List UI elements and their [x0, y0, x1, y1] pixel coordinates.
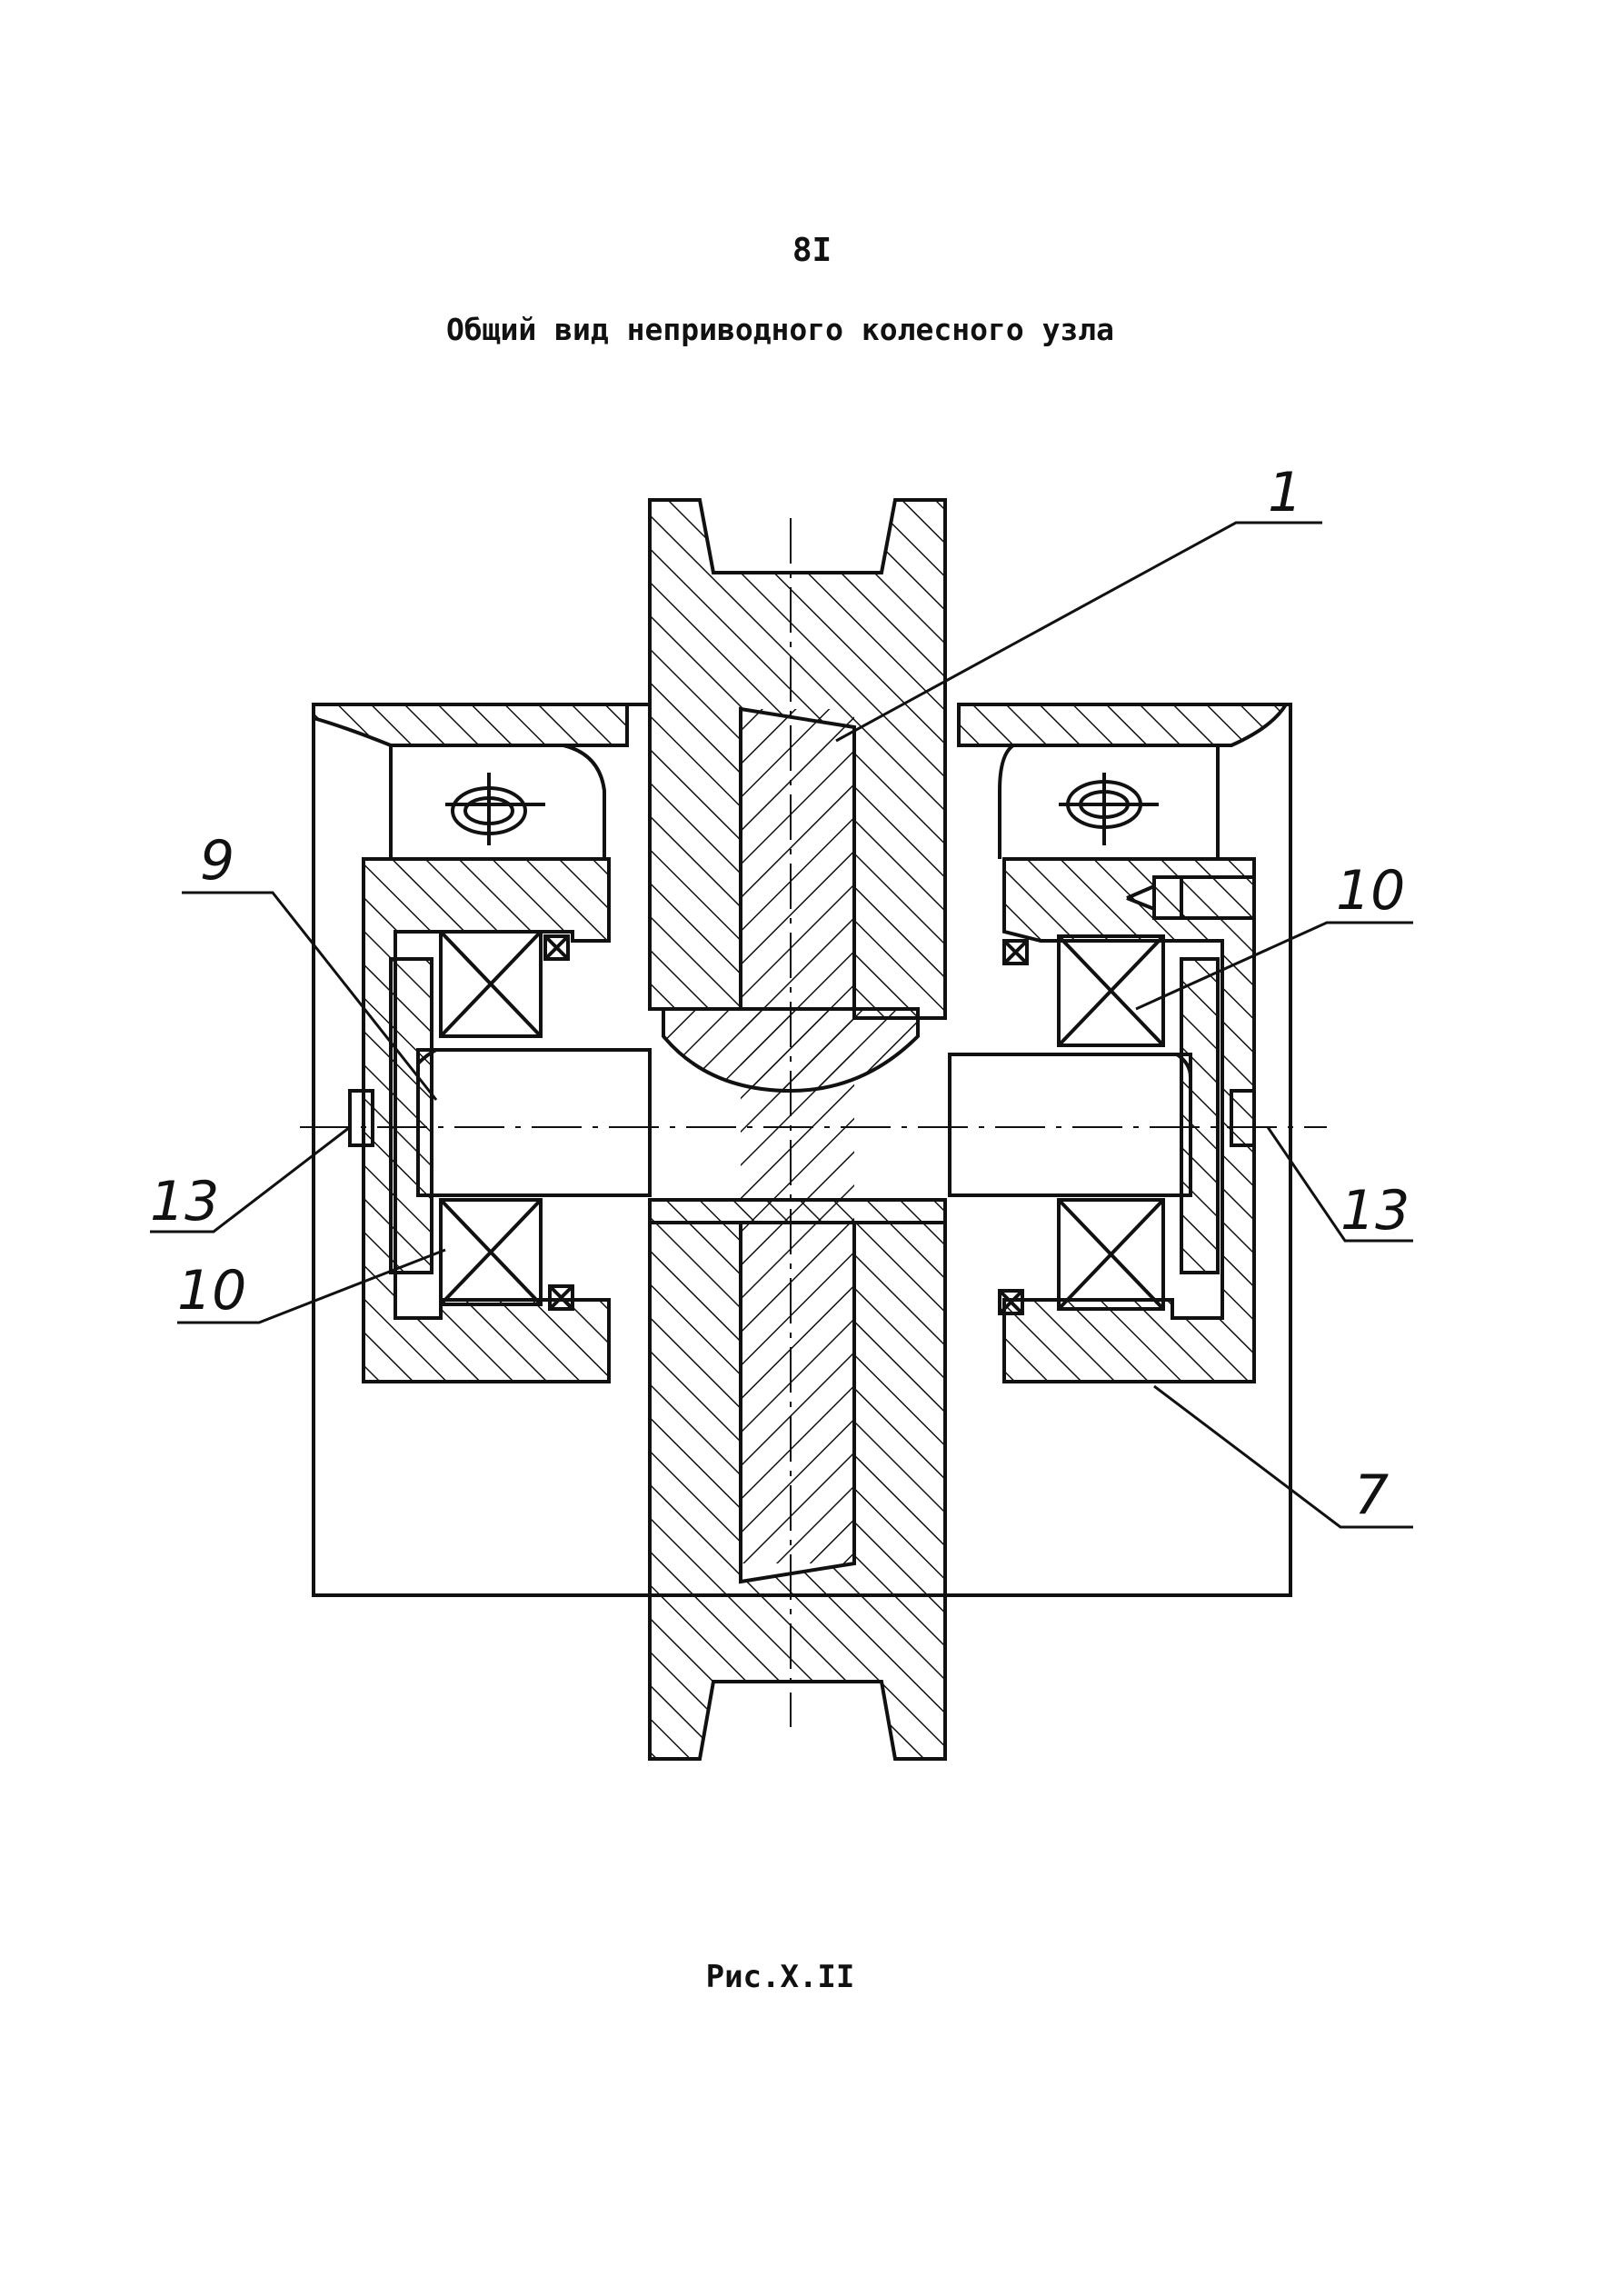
callout-10-right: 10	[1336, 859, 1405, 923]
grease-fitting-right	[1059, 773, 1159, 845]
set-screw	[1126, 875, 1256, 920]
grease-fitting-left	[445, 773, 545, 845]
bearing-housing-left	[362, 857, 611, 1383]
bearing-housing-right	[1002, 857, 1256, 1383]
page-number: 8I	[792, 232, 832, 269]
callout-1: 1	[1268, 461, 1302, 524]
leader-lines	[150, 521, 1413, 1529]
callout-10-left: 10	[177, 1259, 246, 1323]
axle	[348, 1048, 1256, 1197]
drawing-title: Общий вид неприводного колесного узла	[445, 312, 1115, 347]
callout-13-right: 13	[1340, 1179, 1410, 1243]
callout-9: 9	[200, 829, 234, 893]
figure-caption: Рис.X.II	[705, 1959, 855, 1995]
callout-13-left: 13	[150, 1170, 219, 1233]
flanged-wheel	[648, 498, 947, 1761]
callout-7: 7	[1354, 1463, 1389, 1527]
bearing-left	[439, 930, 574, 1311]
bearing-right	[998, 934, 1165, 1315]
